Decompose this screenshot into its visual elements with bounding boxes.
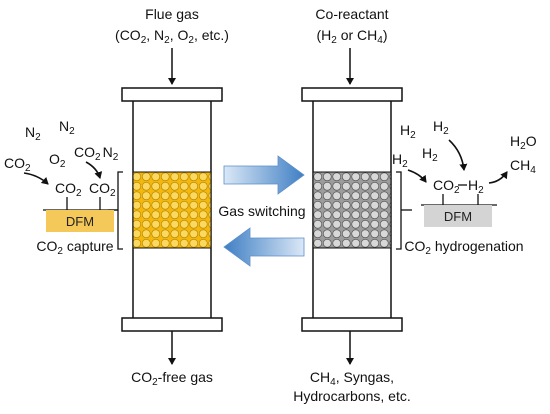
n2-molecule: N2 [59, 118, 75, 137]
flue-gas-composition: (CO2, N2, O2, etc.) [115, 27, 229, 46]
adsorption-arrow-icon [23, 172, 49, 185]
flue-gas-label: Flue gas [145, 6, 199, 22]
co2-capture-caption: CO2 capture [36, 238, 113, 257]
products-label: CH4, Syngas, [310, 369, 394, 388]
dfm-block-yellow [46, 210, 114, 232]
co-reactant-label: Co-reactant [315, 6, 388, 22]
h2o-molecule: H2O [510, 133, 537, 152]
switch-arrow-left-icon [223, 227, 305, 267]
right-bed-bracket [396, 171, 402, 250]
left-reactor: Flue gas (CO2, N2, O2, etc.) CO2-free ga… [108, 6, 229, 388]
right-reactor-top-cap [301, 87, 403, 102]
dfm-block-gray [424, 205, 492, 227]
product-release-arrow-icon [488, 171, 508, 184]
adsorbed-h2: H2 [468, 177, 484, 196]
products-label-line2: Hydrocarbons, etc. [293, 388, 411, 404]
co2-free-gas-label: CO2-free gas [131, 369, 213, 388]
h2-approach-arrow-icon [407, 169, 427, 183]
o2-molecule: O2 [49, 151, 66, 170]
h2-molecule: H2 [400, 122, 416, 141]
switch-arrow-right-icon [223, 155, 305, 195]
h2-molecule: H2 [433, 118, 449, 137]
gas-switching-label: Gas switching [218, 203, 305, 219]
dfm-label: DFM [66, 214, 94, 229]
co2-molecule: CO2 [4, 155, 31, 174]
gas-switching: Gas switching [218, 155, 306, 267]
left-reactor-top-cap [121, 87, 223, 102]
left-bed-bracket [117, 171, 123, 250]
co-reactant-composition: (H2 or CH4) [316, 27, 387, 46]
h2-approach-arrow-icon [448, 139, 468, 171]
right-reactor-bottom-cap [301, 317, 403, 332]
left-reactor-bottom-cap [121, 317, 223, 332]
right-reactor: Co-reactant (H2 or CH4) CH4, Syngas, Hyd… [293, 6, 412, 404]
co2-hydrogenation-inset: H2 H2 H2 H2 H2O CH4 CO2 H2 DFM CO2 hydro… [392, 118, 537, 257]
adsorption-arrow-icon [85, 161, 103, 179]
co2-hydrogenation-caption: CO2 hydrogenation [404, 238, 523, 257]
n2-molecule: N2 [25, 124, 41, 143]
ch4-molecule: CH4 [510, 157, 536, 176]
dfm-label: DFM [444, 209, 472, 224]
left-catalyst-bed [132, 171, 212, 249]
h2-molecule: H2 [422, 145, 438, 164]
h2-molecule: H2 [392, 151, 408, 170]
right-catalyst-bed [312, 171, 392, 249]
adsorbed-co2: CO2 [55, 180, 82, 199]
adsorbed-co2: CO2 [433, 177, 460, 196]
adsorbed-co2: CO2 [89, 180, 116, 199]
